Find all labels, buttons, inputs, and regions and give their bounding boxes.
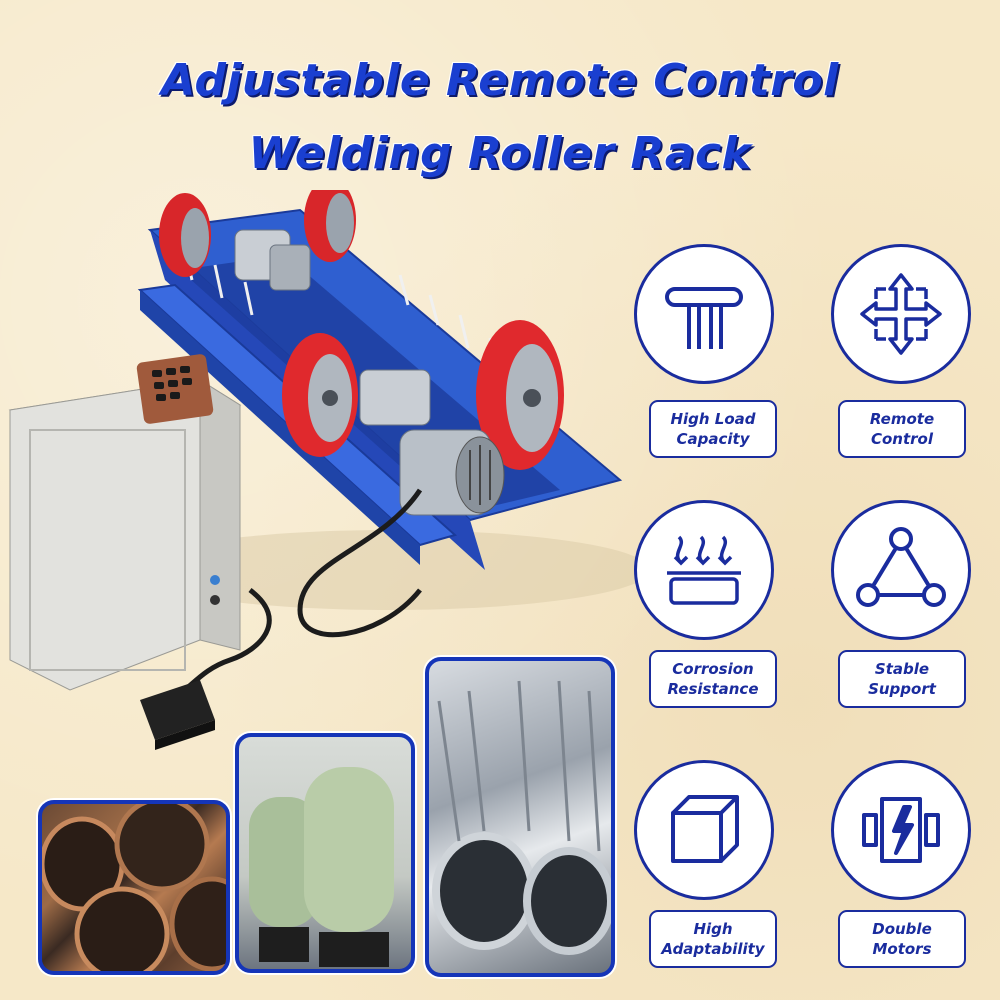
feature-text-high-adaptability: High Adaptability (661, 920, 765, 958)
page-title-line1: Adjustable Remote Control (161, 55, 839, 106)
feature-text-high-load: High Load Capacity (670, 410, 756, 448)
triangle-nodes-icon (831, 500, 971, 640)
feature-label-corrosion: Corrosion Resistance (649, 650, 777, 708)
control-box (8, 379, 242, 691)
roller-back-right (304, 190, 356, 262)
table-load-icon (634, 244, 774, 384)
motor-back (234, 229, 311, 291)
remote-control-handset (136, 354, 214, 424)
roller-front-right (476, 320, 564, 470)
roller-back-left (159, 193, 211, 277)
page-title-line2: Welding Roller Rack (248, 128, 752, 179)
foot-pedal (140, 680, 215, 750)
roller-front-left (282, 333, 358, 457)
feature-label-remote-control: Remote Control (838, 400, 966, 458)
motor-front (359, 369, 505, 516)
feature-label-stable-support: Stable Support (838, 650, 966, 708)
photo-rusty-pipes (38, 800, 230, 975)
four-way-arrows-icon (831, 244, 971, 384)
feature-text-corrosion: Corrosion Resistance (667, 660, 759, 698)
motor-bolt-icon (831, 760, 971, 900)
feature-label-double-motors: Double Motors (838, 910, 966, 968)
welding-roller-rack-illustration (8, 190, 640, 750)
corrosion-waves-icon (634, 500, 774, 640)
cube-icon (634, 760, 774, 900)
photo-spiral-steel-ducts (425, 657, 615, 977)
photo-fiberglass-tanks (235, 733, 415, 973)
feature-text-double-motors: Double Motors (872, 920, 932, 958)
feature-text-remote-control: Remote Control (869, 410, 935, 448)
feature-text-stable-support: Stable Support (868, 660, 936, 698)
feature-label-high-load: High Load Capacity (649, 400, 777, 458)
feature-label-high-adaptability: High Adaptability (649, 910, 777, 968)
